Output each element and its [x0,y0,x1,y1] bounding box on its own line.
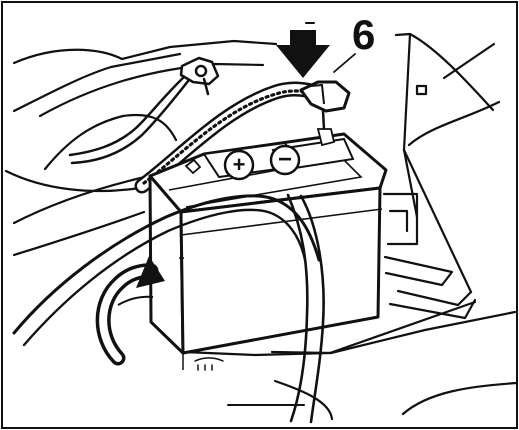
background-terminal-stud [202,77,210,96]
negative-clamp-seam [310,83,325,105]
callout-number: 6 [352,11,376,58]
right-upper-body-edge [408,32,495,112]
battery-label-line [180,208,383,236]
foreground-cables [12,193,325,424]
background-terminal-bolt [194,64,208,78]
left-fender-line [12,174,151,225]
right-battery-tray-rear-edge [402,148,473,294]
left-background-cable-shadow [70,74,194,165]
left-lower-body-line [4,169,142,193]
negative-terminal-marker [269,144,301,176]
left-wheel-arch [43,114,178,171]
battery-clamp-slot [388,209,409,233]
lower-floor-edge [270,310,517,355]
lower-right-body-curve [401,381,519,416]
battery: + − [148,128,388,371]
curved-arrow-icon [95,256,165,366]
negative-terminal-post [316,128,336,147]
front-large-cable-outer [12,194,321,335]
battery-tray-lip [388,298,477,320]
battery-clamp-front [382,192,419,246]
battery-base-clip [194,357,224,371]
callout-leader-line [333,53,356,73]
positive-terminal-marker [223,149,255,181]
downward-arrow-icon-shape [276,30,330,78]
negative-battery-cable [134,80,351,194]
curved-arrow-icon-shading [117,295,154,306]
right-body-crease [407,100,501,147]
right-pillar-front-edge [394,32,419,219]
negative-post-stem [321,109,326,131]
battery-tray-shelf [383,255,454,287]
negative-cable-clamp [299,80,351,113]
negative-terminal-symbol: − [278,146,292,173]
front-large-cable-inner [22,208,307,347]
left-background-cable [68,73,188,157]
positive-terminal-post [184,158,202,175]
right-tray-corner [396,289,473,307]
battery-top-raised-panel [168,157,363,208]
positive-terminal-symbol: + [233,152,246,177]
lower-chassis-curve [273,379,334,421]
curved-arrow-icon-head [136,256,165,288]
front-loose-cable-right [299,194,325,424]
battery-corner-detail [179,257,184,370]
curved-arrow-icon-highlight [99,266,155,362]
right-mount-bracket [415,84,428,96]
front-loose-cable-left [286,193,309,423]
left-fender-lower-line [12,210,146,257]
engine-bay-background [4,32,519,421]
bay-top-edge [12,39,278,65]
downward-arrow-icon [276,22,330,78]
right-diagonal-panel-line [442,42,496,80]
battery-tray-lower-edge [182,300,477,357]
bay-upper-contour [12,52,182,113]
background-cable-group [68,56,220,165]
